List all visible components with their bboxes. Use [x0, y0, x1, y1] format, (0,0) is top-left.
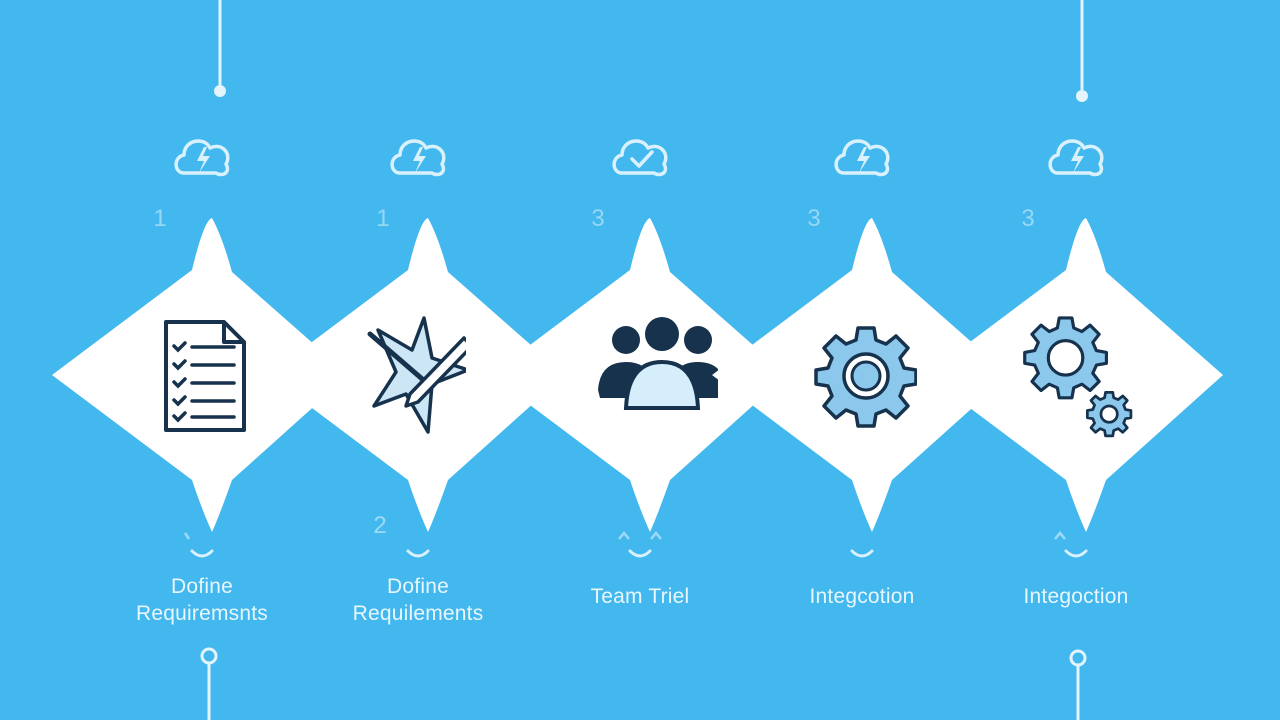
step-number: 3 [807, 205, 821, 232]
check-cloud-icon [612, 139, 668, 177]
face-mark-icon [850, 549, 874, 558]
star-pencil-icon [367, 316, 466, 434]
bottom-right-connector [1069, 649, 1087, 720]
step-label-line: Dofine [387, 575, 449, 598]
step-label: Team Triel [510, 583, 770, 610]
step-label: Dofine Requilements [288, 573, 548, 627]
bottom-left-connector [200, 647, 218, 720]
step-label-line: Integcotion [809, 585, 915, 608]
checklist-document-icon [164, 320, 246, 432]
process-step-1: 1 Dofine Requiremsnts [52, 0, 349, 720]
lightning-cloud-icon [834, 139, 890, 177]
process-step-4: 3 Integcotion [712, 0, 1009, 720]
double-gear-icon [1023, 316, 1133, 438]
step-number: 1 [153, 205, 167, 232]
step-number: 1 [376, 205, 390, 232]
step-number: 3 [591, 205, 605, 232]
step-label-line: Requiremsnts [136, 602, 268, 625]
step-label: Integoction [946, 583, 1206, 610]
step-label-line: Integoction [1023, 585, 1129, 608]
step-number: 3 [1021, 205, 1035, 232]
process-step-3: 3 Team Triel [490, 0, 787, 720]
face-mark-icon [183, 532, 214, 558]
top-left-connector [214, 0, 226, 97]
process-step-5: 3 Integoction [926, 0, 1223, 720]
lightning-cloud-icon [1048, 139, 1104, 177]
top-right-connector [1076, 0, 1088, 102]
gear-icon [814, 326, 917, 428]
lightning-cloud-icon [390, 139, 446, 177]
step-label: Dofine Requiremsnts [72, 573, 332, 627]
face-mark-icon [406, 549, 430, 558]
lightning-cloud-icon [174, 139, 230, 177]
step-label-line: Team Triel [590, 585, 690, 608]
step-label-line: Requilements [352, 602, 484, 625]
face-mark-icon [618, 531, 662, 558]
step-sub-number: 2 [373, 512, 387, 539]
step-label-line: Dofine [171, 575, 233, 598]
step-label: Integcotion [732, 583, 992, 610]
team-group-icon [598, 317, 718, 410]
process-step-2: 1 2 Dofine Requilements [268, 0, 565, 720]
face-mark-icon [1054, 531, 1088, 558]
